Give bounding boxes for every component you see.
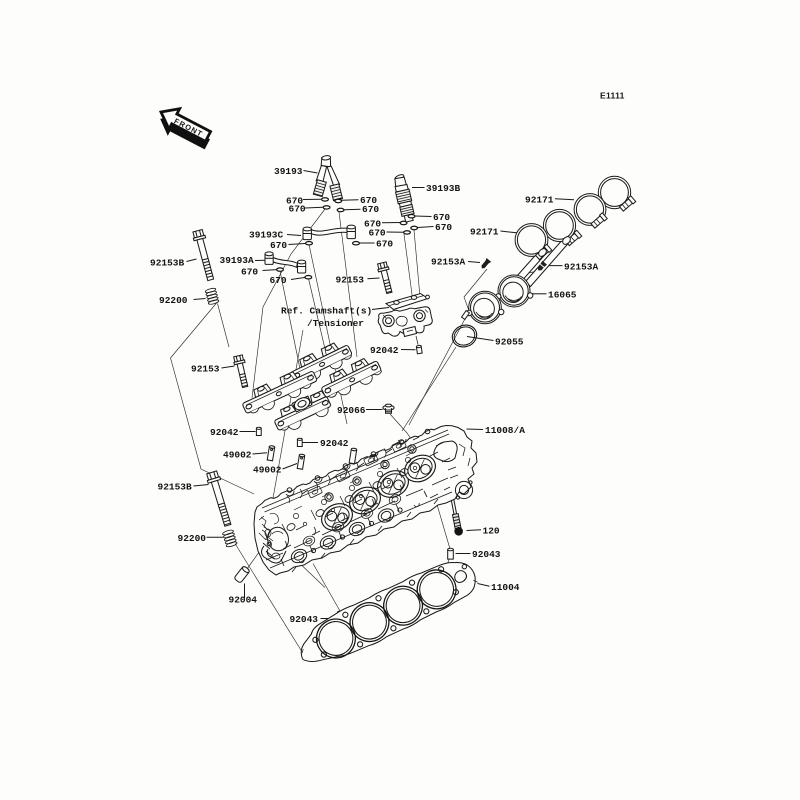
svg-text:670: 670 [435,222,452,233]
svg-text:92043: 92043 [290,614,319,625]
svg-text:670: 670 [270,240,287,251]
svg-text:92153A: 92153A [564,262,599,273]
svg-text:92153: 92153 [336,275,365,286]
svg-text:92171: 92171 [470,227,499,238]
svg-text:120: 120 [483,526,500,537]
svg-text:Ref. Camshaft(s): Ref. Camshaft(s) [281,306,372,317]
svg-text:92153A: 92153A [431,257,466,268]
svg-text:670: 670 [270,275,287,286]
svg-text:16065: 16065 [548,290,577,301]
svg-text:92066: 92066 [337,405,366,416]
svg-text:670: 670 [362,204,379,215]
svg-text:39193: 39193 [274,166,303,177]
svg-text:670: 670 [289,204,306,215]
svg-text:49002: 49002 [253,465,282,476]
svg-text:11008/A: 11008/A [485,425,525,436]
svg-text:92043: 92043 [472,549,501,560]
svg-text:670: 670 [433,212,450,223]
svg-text:92042: 92042 [210,427,239,438]
svg-text:92004: 92004 [229,595,258,606]
svg-text:11004: 11004 [491,582,520,593]
svg-text:92042: 92042 [320,438,349,449]
svg-text:49002: 49002 [223,450,252,461]
svg-text:39193C: 39193C [249,230,284,241]
svg-text:92200: 92200 [178,533,207,544]
svg-text:92042: 92042 [370,345,399,356]
svg-text:670: 670 [369,228,386,239]
svg-text:670: 670 [360,195,377,206]
svg-text:39193B: 39193B [426,183,461,194]
svg-text:39193A: 39193A [220,255,255,266]
svg-text:92055: 92055 [495,337,524,348]
svg-text:670: 670 [241,267,258,278]
svg-text:E1111: E1111 [600,91,625,101]
svg-text:92171: 92171 [525,195,554,206]
svg-text:92153B: 92153B [158,482,193,493]
svg-text:670: 670 [376,239,393,250]
svg-text:92200: 92200 [159,295,188,306]
svg-text:670: 670 [364,219,381,230]
svg-text:92153: 92153 [191,364,220,375]
svg-text:670: 670 [286,196,303,207]
svg-text:92153B: 92153B [150,258,185,269]
svg-text:/Tensioner: /Tensioner [307,318,364,329]
